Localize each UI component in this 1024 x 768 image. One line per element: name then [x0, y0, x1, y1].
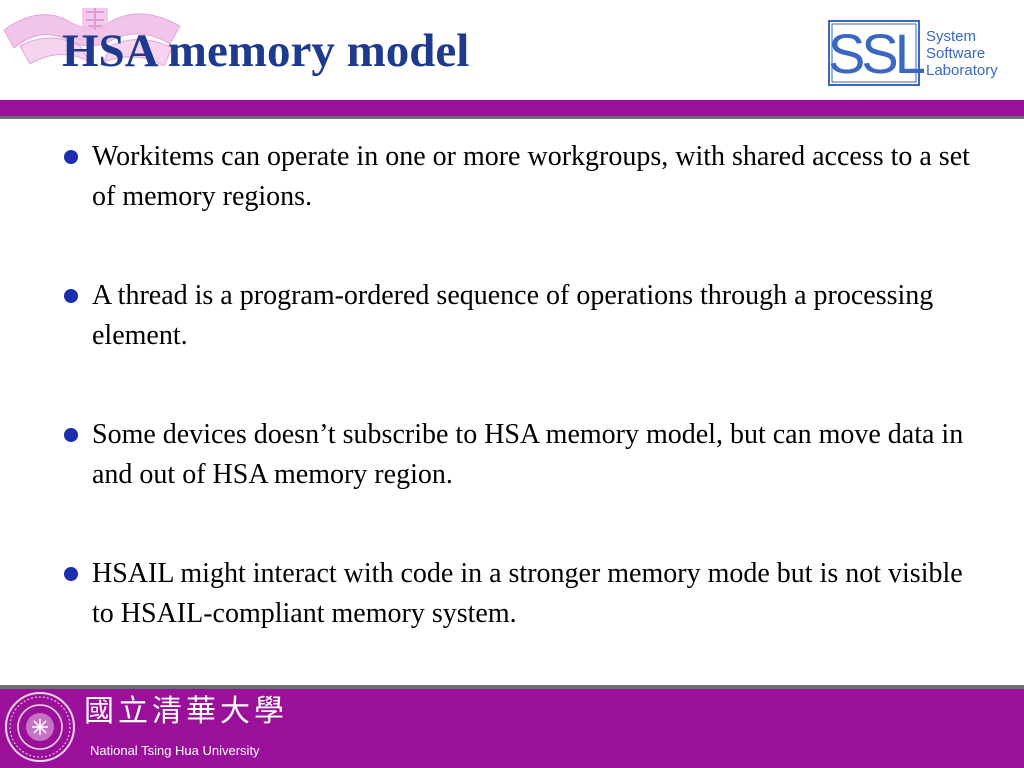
ssl-logo-text: System Software Laboratory — [926, 28, 998, 79]
footer-chinese-name: 國立清華大學 — [84, 694, 288, 729]
footer-english-name: National Tsing Hua University — [90, 743, 260, 758]
ssl-logo-line-1: System — [926, 28, 977, 45]
slide-title: HSA memory model — [62, 25, 470, 77]
footer-band — [0, 689, 1024, 768]
bullet-text: Some devices doesn’t subscribe to HSA me… — [92, 419, 964, 490]
university-emblem-ribbon-icon — [3, 8, 181, 67]
ssl-logo-letters: SSL — [828, 22, 926, 85]
header-divider — [0, 116, 1024, 119]
university-seal-icon — [5, 692, 75, 762]
bullet-dot-icon — [64, 289, 78, 303]
bullet-dot-icon — [64, 150, 78, 164]
bullet-text: Workitems can operate in one or more wor… — [92, 141, 970, 212]
bullet-text: A thread is a program-ordered sequence o… — [92, 280, 934, 351]
bullet-list: Workitems can operate in one or more wor… — [64, 137, 984, 693]
bullet-item: HSAIL might interact with code in a stro… — [64, 554, 984, 634]
footer-divider — [0, 685, 1024, 689]
bullet-item: A thread is a program-ordered sequence o… — [64, 276, 984, 356]
ssl-logo-line-3: Laboratory — [926, 62, 998, 79]
bullet-item: Workitems can operate in one or more wor… — [64, 137, 984, 217]
ssl-logo: SSL System Software Laboratory — [828, 20, 1014, 92]
bullet-text: HSAIL might interact with code in a stro… — [92, 558, 963, 629]
header-band — [0, 100, 1024, 116]
ssl-logo-line-2: Software — [926, 45, 986, 62]
bullet-item: Some devices doesn’t subscribe to HSA me… — [64, 415, 984, 495]
ssl-logo-frame-icon — [828, 20, 920, 86]
bullet-dot-icon — [64, 428, 78, 442]
bullet-dot-icon — [64, 567, 78, 581]
